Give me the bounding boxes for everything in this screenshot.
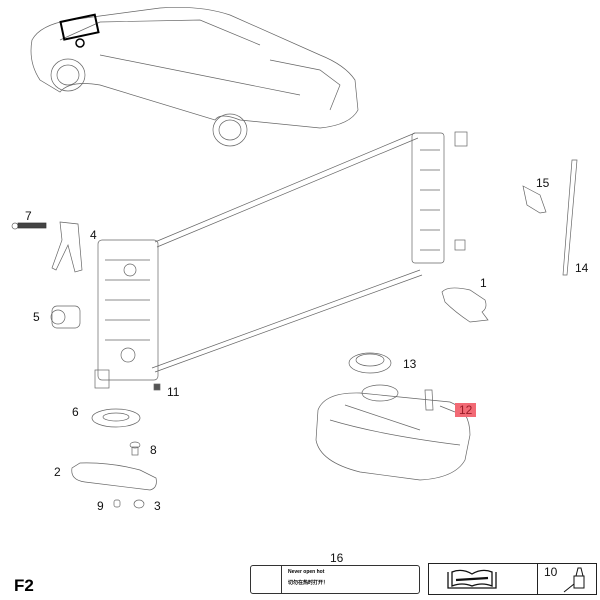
- workshop-manual-icon: [447, 569, 497, 589]
- part-2-plate: [71, 462, 157, 491]
- part-3-grommet: [133, 499, 145, 509]
- callout-16: 16: [330, 551, 344, 565]
- leader-line-12: [439, 405, 456, 413]
- callout-4: 4: [90, 228, 97, 242]
- callout-10: 10: [544, 565, 558, 579]
- callout-2: 2: [54, 465, 61, 479]
- car-overview-illustration: [30, 6, 359, 147]
- warning-text-en: Never open hot: [288, 569, 325, 575]
- figure-label: F2: [14, 576, 34, 595]
- part-11-clip: [153, 383, 161, 391]
- manual-box-divider: [537, 564, 538, 594]
- callout-13: 13: [403, 357, 417, 371]
- callout-15: 15: [536, 176, 550, 190]
- callout-5: 5: [33, 310, 40, 324]
- callout-3: 3: [154, 499, 161, 513]
- callout-11: 11: [167, 385, 180, 399]
- radiator-illustration: [94, 131, 468, 389]
- callout-7: 7: [25, 209, 32, 223]
- callout-12-highlighted[interactable]: 12: [455, 403, 477, 417]
- warning-label-divider: [281, 566, 282, 593]
- callout-1: 1: [480, 276, 487, 290]
- part-7-bolt: [11, 222, 47, 230]
- part-8-screw: [129, 441, 141, 456]
- callout-14: 14: [575, 261, 589, 275]
- part-16-warning-label: Never open hot 切勿在热时打开！: [250, 565, 420, 594]
- callout-9: 9: [97, 499, 104, 513]
- warning-text-cn: 切勿在热时打开！: [288, 580, 329, 586]
- callout-6: 6: [72, 405, 79, 419]
- part-15-clip: [522, 185, 547, 214]
- callout-8: 8: [150, 443, 157, 457]
- part-1-bracket: [441, 287, 489, 323]
- part-5-bushing: [50, 305, 81, 329]
- manual-reference-box: [428, 563, 597, 595]
- part-9-clip: [113, 499, 121, 508]
- lubricant-can-icon: [563, 567, 585, 593]
- part-4-bracket: [51, 221, 83, 273]
- part-14-rod: [562, 159, 578, 276]
- part-6-pad: [91, 408, 141, 428]
- part-13-cap: [348, 352, 392, 374]
- part-12-expansion-tank: [315, 384, 471, 481]
